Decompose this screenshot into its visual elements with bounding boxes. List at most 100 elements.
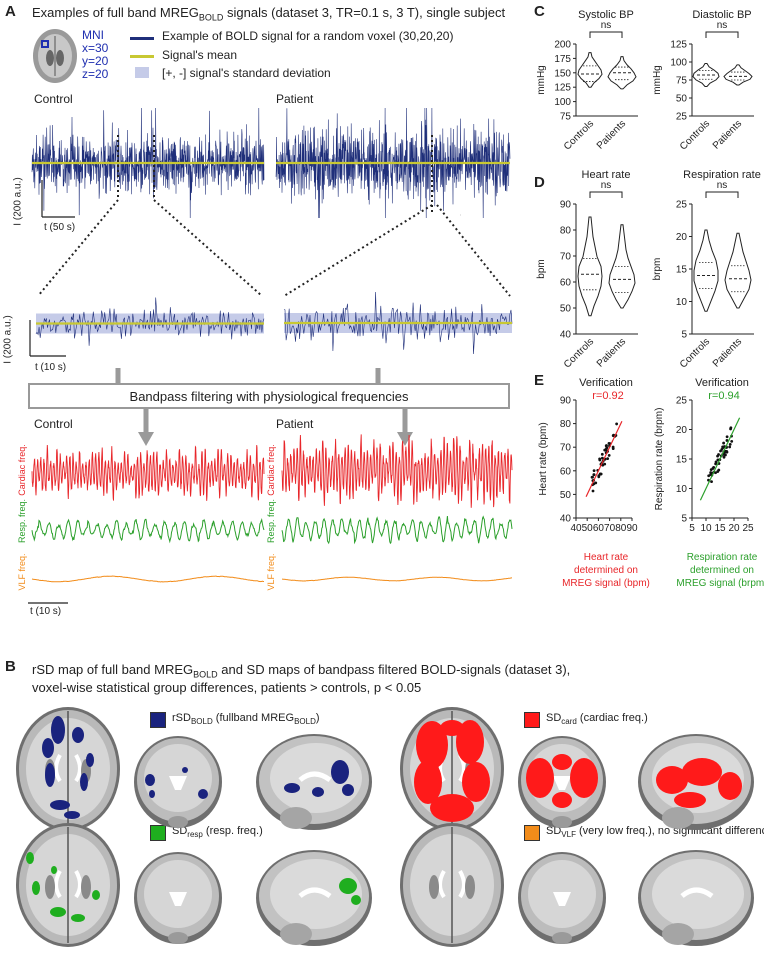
- activation-blob: [552, 754, 572, 770]
- scatter-point: [717, 453, 720, 456]
- panel-a-letter: A: [5, 3, 16, 20]
- activation-blob: [342, 784, 354, 796]
- y-tick-label: 25: [676, 396, 688, 407]
- scatter-point: [709, 471, 713, 474]
- tick-label: 175: [554, 54, 571, 65]
- activation-blob: [72, 727, 84, 743]
- violin-title: Heart rate: [582, 169, 631, 181]
- patient-cardiac-signal: [281, 434, 513, 508]
- control-full-signal: [31, 107, 265, 219]
- x-axis-label: MREG signal (bpm): [562, 578, 650, 589]
- scatter-point: [714, 460, 718, 464]
- y-tick-label: 10: [676, 484, 688, 495]
- y-axis-label: Heart rate (bpm): [538, 422, 549, 495]
- scatter-point: [606, 457, 610, 461]
- sig-label: ns: [717, 180, 728, 191]
- scatter-point: [592, 482, 596, 486]
- y-tick-label: 70: [560, 443, 572, 454]
- scatter-point: [729, 426, 733, 430]
- scatter-point: [592, 469, 596, 473]
- activation-blob: [351, 895, 361, 905]
- activation-blob: [145, 774, 155, 786]
- y-tick-label: 5: [681, 514, 687, 525]
- scale-x2-label: t (10 s): [35, 362, 67, 373]
- scatter-point: [711, 467, 715, 470]
- activation-blob: [718, 772, 742, 800]
- scatter-point: [611, 445, 615, 449]
- tick-label: 150: [554, 68, 571, 79]
- scatter-point: [604, 444, 608, 448]
- x-tick-label: 80: [615, 523, 627, 534]
- legend-sd-vlf-swatch: [524, 825, 540, 841]
- y-tick-label: 50: [560, 490, 572, 501]
- coronal-brain-slice: [518, 852, 606, 944]
- activation-blob: [51, 716, 65, 744]
- activation-blob: [26, 852, 34, 864]
- activation-blob: [552, 792, 572, 808]
- activation-blob: [64, 811, 80, 819]
- y-axis-label: brpm: [652, 258, 663, 281]
- scatter-point: [615, 422, 619, 426]
- scatter-point: [591, 489, 595, 493]
- activation-blob: [86, 753, 94, 767]
- heart-rate-violin: Heart ratens908070605040bpmControlsPatie…: [536, 169, 638, 370]
- activation-blob: [414, 760, 442, 804]
- x-tick-label: 70: [604, 523, 616, 534]
- y-tick-label: 20: [676, 425, 688, 436]
- scatter-point: [719, 449, 722, 453]
- mni-brain-thumbnail: [33, 29, 77, 83]
- activation-blob: [71, 914, 85, 922]
- scatter-title: Verification: [695, 377, 749, 389]
- legend-signal-swatch: [130, 37, 154, 40]
- tick-label: 50: [560, 304, 572, 315]
- tick-label: 100: [670, 58, 687, 69]
- axial-brain-slice: [16, 823, 120, 947]
- legend-sd-card-label: SDcard (cardiac freq.): [546, 712, 648, 727]
- panel-e-letter: E: [534, 372, 545, 389]
- panel-b-letter: B: [5, 658, 16, 675]
- diastolic-bp-violin: Diastolic BPns125100755025mmHgControlsPa…: [652, 9, 754, 152]
- activation-blob: [32, 881, 40, 895]
- panel-c-letter: C: [534, 3, 545, 20]
- legend-mean-swatch: [130, 55, 154, 58]
- activation-blob: [526, 758, 554, 798]
- tick-label: 15: [676, 265, 688, 276]
- panel-b-title-1: rSD map of full band MREGBOLD and SD map…: [32, 662, 571, 680]
- tick-label: 125: [670, 40, 687, 51]
- activation-blob: [331, 760, 349, 784]
- legend-sd-vlf-label: SDVLF (very low freq.), no significant d…: [546, 825, 764, 840]
- patient-full-signal: [275, 107, 511, 219]
- legend-sd-resp-swatch: [150, 825, 166, 841]
- activation-blob: [312, 787, 324, 797]
- legend-sd-resp-label: SDresp (resp. freq.): [172, 825, 263, 840]
- violin-title: Systolic BP: [578, 9, 634, 21]
- activation-blob: [462, 762, 490, 802]
- activation-blob: [80, 773, 88, 791]
- coronal-brain-slice: [134, 736, 222, 828]
- scale-bar-1: [41, 180, 75, 218]
- sagittal-brain-slice: [638, 850, 754, 946]
- y-tick-label: 40: [560, 514, 572, 525]
- scatter-title: Verification: [579, 377, 633, 389]
- y-tick-label: 80: [560, 419, 572, 430]
- violin-title: Respiration rate: [683, 169, 761, 181]
- activation-blob: [682, 758, 722, 786]
- legend-rsd-bold-label: rSDBOLD (fullband MREGBOLD): [172, 712, 320, 727]
- control-resp-signal: [31, 518, 265, 544]
- x-tick-label: 15: [714, 523, 726, 534]
- legend-rsd-bold-swatch: [150, 712, 166, 728]
- patient-label-filtered: Patient: [276, 417, 314, 431]
- tick-label: 125: [554, 83, 571, 94]
- scatter-point: [728, 445, 732, 449]
- scatter-point: [611, 434, 615, 438]
- violin-shape: [724, 232, 752, 309]
- x-axis-label: determined on: [574, 565, 638, 576]
- tick-label: 75: [560, 112, 572, 123]
- legend-mean-label: Signal's mean: [162, 48, 237, 62]
- scatter-point: [597, 474, 601, 478]
